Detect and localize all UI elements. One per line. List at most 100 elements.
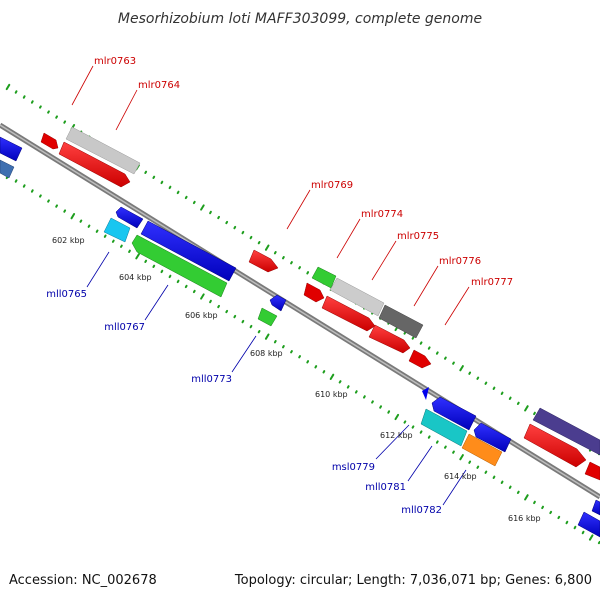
inner-tick [63,209,67,213]
outer-tick [306,271,310,275]
kbp-612: 612 kbp [380,431,413,440]
gene-mlr0763[interactable] [40,132,59,150]
gene-mll0782[interactable] [461,433,503,467]
gene-mll0781[interactable] [420,408,468,447]
gene-mlr0769[interactable] [248,249,279,273]
inner-tick [282,345,285,349]
inner-tick [225,309,229,314]
gene-mlr0774[interactable] [329,277,385,317]
gene-blue-right-b[interactable] [577,511,600,538]
outer-tick [411,336,415,340]
outer-tick [403,331,407,335]
inner-tick [371,400,374,404]
inner-tick [103,234,107,238]
gene-blue-small-a[interactable] [115,206,144,229]
inner-tick [39,194,42,198]
gene-blue-long[interactable] [140,220,237,282]
outer-tick [209,210,212,215]
outer-tick [468,371,472,375]
inner-tick [314,365,318,369]
inner-tick [524,494,529,501]
inner-tick [394,413,400,421]
inner-tick [120,244,123,248]
gene-red-right[interactable] [523,423,587,468]
gene-red-small-fwd[interactable] [303,282,325,303]
forward-gene-labels: mlr0763 mlr0764 mlr0769 mlr0774 mlr0775 … [94,56,513,288]
genome-summary-text: Topology: circular; Length: 7,036,071 bp… [234,573,592,588]
outer-tick [14,90,18,94]
inner-tick [468,460,472,464]
gene-msl0779[interactable] [422,387,429,400]
inner-tick [588,534,594,541]
scale-labels: 602 kbp 604 kbp 606 kbp 608 kbp 610 kbp … [52,236,541,523]
gene-mlr0775[interactable] [378,304,424,339]
gene-red-right-b[interactable] [584,461,600,481]
kbp-614: 614 kbp [444,472,477,481]
gene-mll0773[interactable] [257,307,278,327]
gene-mll0765[interactable] [103,217,131,243]
gene-mlr0777-b[interactable] [408,349,432,369]
inner-tick [160,269,164,274]
outer-tick [282,256,285,260]
inner-tick [354,390,358,394]
outer-tick [273,251,277,255]
gene-purple[interactable] [532,407,600,456]
outer-tick [298,266,301,270]
inner-tick [387,410,391,414]
outer-tick [200,204,205,211]
gene-blue-left-a[interactable] [0,136,23,162]
outer-tick [241,230,245,235]
outer-tick [500,391,504,395]
gene-blue-right-a[interactable] [591,499,600,516]
outer-tick [30,100,34,104]
inner-tick [533,500,536,505]
inner-tick [444,445,447,449]
outer-tick [427,346,431,350]
inner-tick [419,430,423,434]
outer-tick [444,356,447,360]
outer-tick [249,235,253,240]
inner-tick [346,385,350,389]
inner-tick [322,370,326,374]
inner-tick [290,350,293,354]
gene-mlr0777-a[interactable] [368,324,411,354]
label-mlr0776: mlr0776 [439,256,481,267]
inner-tick [264,333,270,340]
gene-green-fwd[interactable] [311,266,337,289]
outer-tick [184,195,188,200]
gene-blue-small-b[interactable] [269,294,287,312]
label-mll0782: mll0782 [401,505,442,516]
inner-tick [192,289,196,294]
accession-text: Accession: NC_002678 [9,573,157,588]
gene-blue-d[interactable] [473,422,512,453]
gene-mlr0764-gray[interactable] [65,126,141,175]
gene-mll0767[interactable] [131,234,228,298]
gene-mlr0776[interactable] [321,295,376,332]
kbp-616: 616 kbp [508,514,541,523]
gene-blue-left-b[interactable] [0,159,15,179]
kbp-608: 608 kbp [250,349,283,358]
outer-tick [176,190,180,195]
gene-mlr0764[interactable] [58,141,131,188]
label-mlr0777: mlr0777 [471,277,513,288]
inner-tick [306,360,310,364]
inner-tick [209,299,212,304]
label-mll0765: mll0765 [46,289,87,300]
reverse-gene-labels: mll0765 mll0767 mll0773 msl0779 mll0781 … [46,289,442,516]
kbp-606: 606 kbp [185,311,218,320]
outer-tick [290,261,293,265]
outer-tick [533,411,536,416]
gene-blue-c[interactable] [431,396,477,431]
inner-tick [541,505,544,510]
inner-tick [573,525,577,530]
label-mll0781: mll0781 [365,482,406,493]
reverse-strand-genes [0,136,600,538]
outer-tick [152,175,156,179]
outer-tick [516,401,520,405]
inner-tick [549,510,553,515]
kbp-604: 604 kbp [119,273,152,282]
inner-tick [111,239,115,243]
label-leaders [71,65,470,506]
inner-tick [565,520,569,525]
